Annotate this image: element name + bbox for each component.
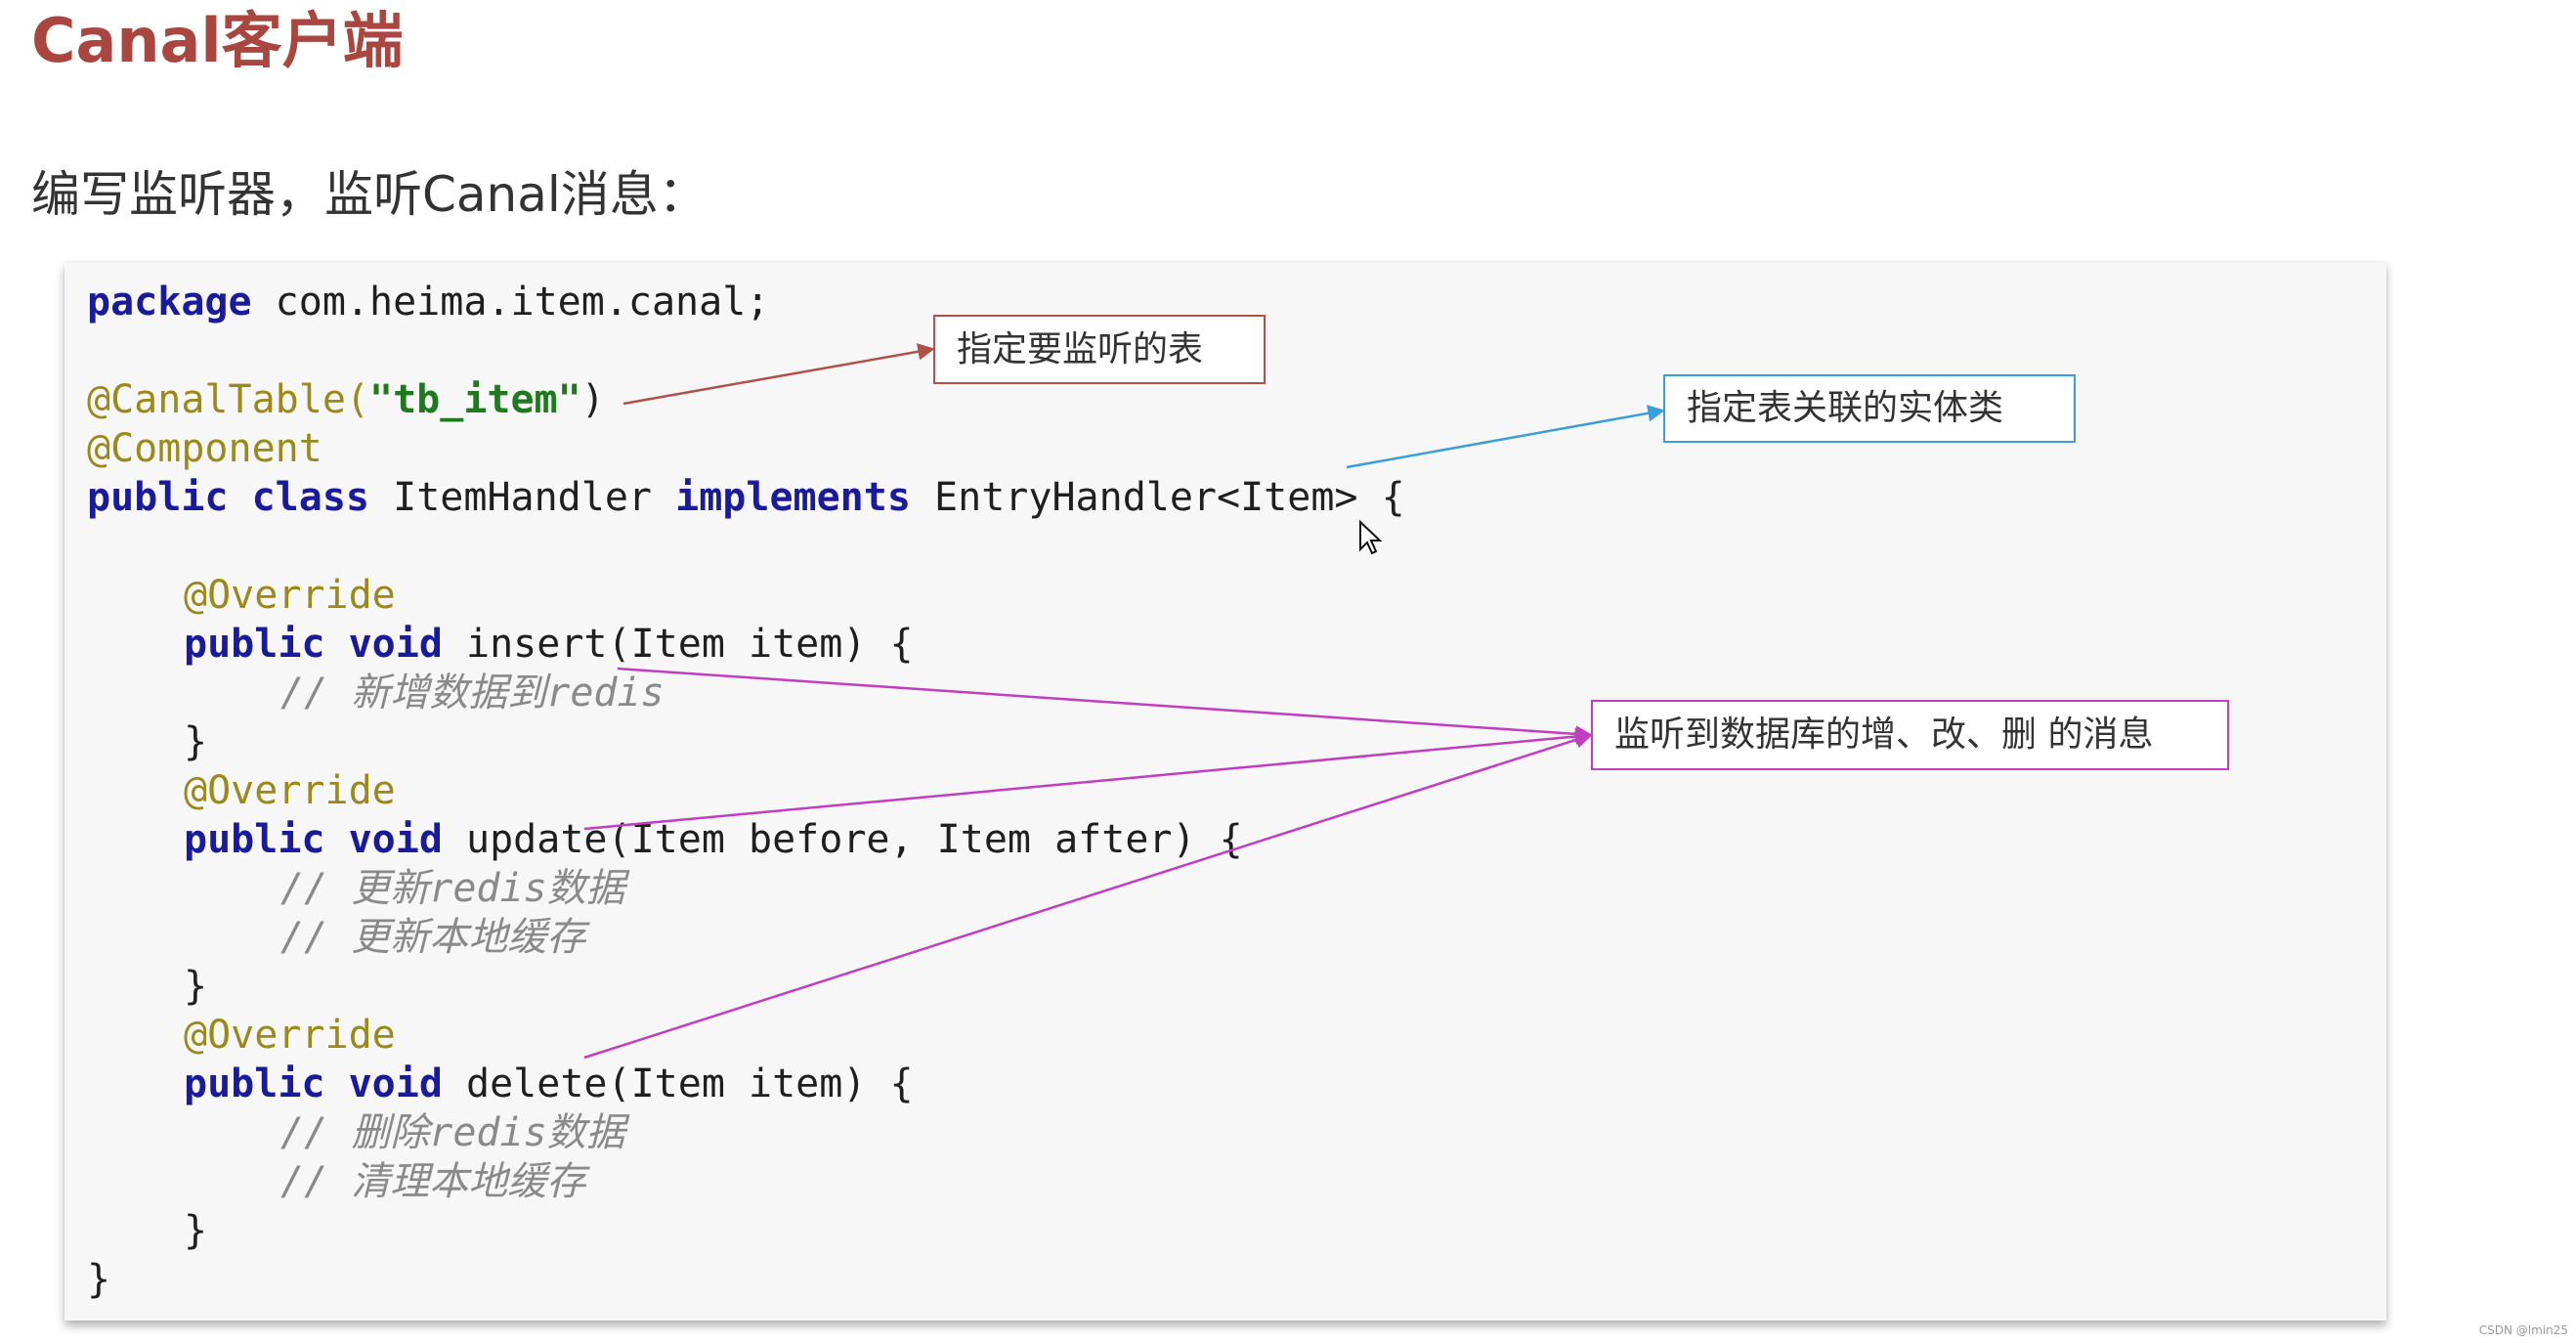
- keyword-void: void: [348, 1061, 443, 1106]
- mouse-pointer-icon: [1359, 519, 1383, 555]
- annotation-component: @Component: [87, 426, 322, 471]
- package-name: com.heima.item.canal;: [251, 280, 770, 325]
- keyword-class: class: [251, 475, 370, 520]
- watermark: CSDN @lmin25: [2478, 1323, 2568, 1337]
- method-insert: insert(Item item) {: [466, 622, 914, 667]
- keyword-void: void: [348, 622, 443, 667]
- comment-delete-redis: // 删除redis数据: [280, 1110, 625, 1155]
- callout-entity-class: 指定表关联的实体类: [1663, 374, 2076, 443]
- arrow-to-entity-callout: [1346, 405, 1665, 469]
- page-title: Canal客户端: [31, 5, 404, 76]
- keyword-package: package: [87, 280, 252, 325]
- arrow-delete-to-events: [583, 731, 1593, 1060]
- comment-update-redis: // 更新redis数据: [280, 866, 625, 911]
- close-brace-update: }: [184, 964, 208, 1009]
- comment-clean-cache: // 清理本地缓存: [280, 1159, 586, 1204]
- code-line-insert-signature: public void insert(Item item) {: [184, 620, 914, 669]
- comment-insert: // 新增数据到redis: [280, 671, 665, 715]
- annotation-close-paren: ): [580, 377, 605, 422]
- callout-listen-table: 指定要监听的表: [933, 315, 1266, 384]
- method-update: update(Item before, Item after) {: [466, 817, 1243, 862]
- code-block: package com.heima.item.canal; @CanalTabl…: [64, 262, 2386, 1321]
- arrow-to-table-callout: [623, 343, 935, 406]
- annotation-override-delete: @Override: [184, 1013, 396, 1058]
- class-name: ItemHandler: [393, 475, 653, 520]
- keyword-public: public: [184, 1061, 325, 1106]
- close-brace-delete: }: [184, 1208, 208, 1253]
- close-brace-class: }: [87, 1257, 111, 1302]
- code-line-class-declaration: public class ItemHandler implements Entr…: [87, 473, 1405, 522]
- annotation-override-update: @Override: [184, 768, 396, 813]
- callout-db-events: 监听到数据库的增、改、删 的消息: [1591, 700, 2229, 770]
- keyword-public: public: [184, 817, 325, 862]
- keyword-public: public: [87, 475, 229, 520]
- keyword-void: void: [348, 817, 443, 862]
- close-brace-insert: }: [184, 719, 208, 764]
- annotation-override-insert: @Override: [184, 573, 396, 618]
- slide-subtitle: 编写监听器，监听Canal消息：: [31, 166, 708, 223]
- keyword-implements: implements: [675, 475, 911, 520]
- code-line-package: package com.heima.item.canal;: [87, 278, 769, 326]
- method-delete: delete(Item item) {: [466, 1061, 914, 1106]
- code-line-delete-signature: public void delete(Item item) {: [184, 1060, 914, 1108]
- annotation-canal-table: @CanalTable(: [87, 377, 369, 422]
- code-line-canal-table: @CanalTable("tb_item"): [87, 375, 605, 424]
- keyword-public: public: [184, 622, 325, 667]
- interface-declaration: EntryHandler<Item> {: [934, 475, 1405, 520]
- table-name-string: "tb_item": [368, 377, 581, 422]
- arrow-update-to-events: [583, 727, 1593, 831]
- arrow-insert-to-events: [617, 667, 1593, 743]
- comment-update-cache: // 更新本地缓存: [280, 915, 586, 960]
- code-line-update-signature: public void update(Item before, Item aft…: [184, 815, 1243, 864]
